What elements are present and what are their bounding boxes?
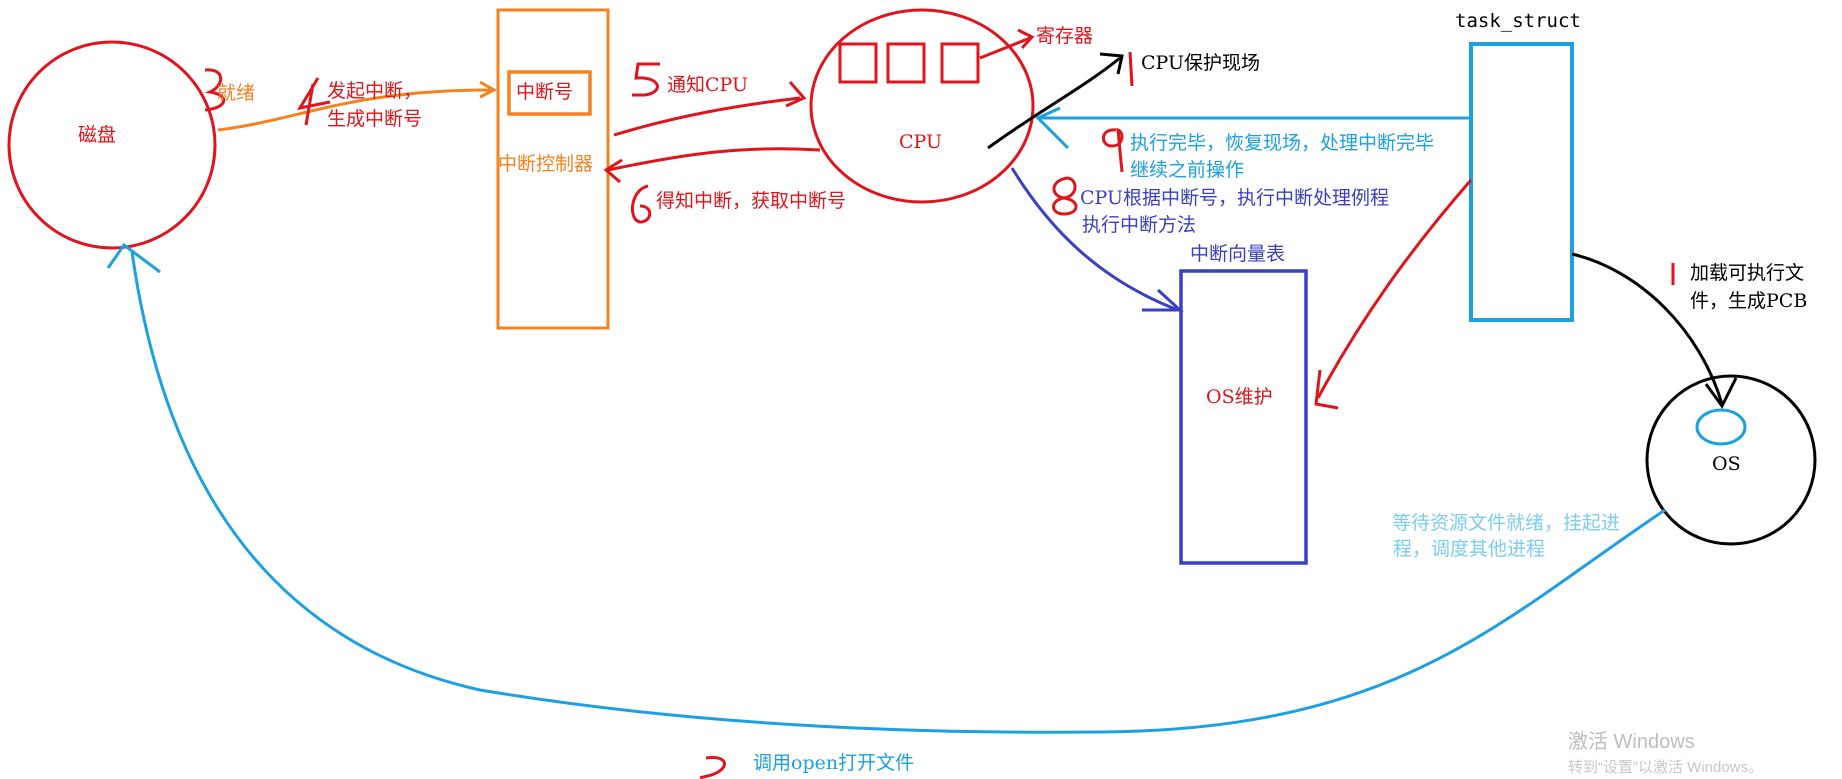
watermark-activate: 激活 Windows bbox=[1568, 731, 1695, 753]
arrow-task-to-os-maintain-head bbox=[1314, 369, 1339, 410]
arrow-task-to-os-maintain bbox=[1316, 179, 1473, 399]
arrow-os-to-disk-head bbox=[106, 242, 161, 274]
arrow-controller-to-cpu-head bbox=[785, 81, 807, 108]
arrow-task-to-os-head bbox=[1704, 377, 1738, 409]
interrupt-number-label: 中断号 bbox=[516, 81, 574, 103]
os-label: OS bbox=[1712, 453, 1741, 475]
arrow-cpu-to-vector-table-head bbox=[1142, 288, 1184, 312]
disk-label: 磁盘 bbox=[78, 124, 117, 146]
arrow-to-registers-head bbox=[1017, 28, 1035, 50]
arrow-cpu-to-controller-head bbox=[603, 158, 623, 184]
arrow-cpu-to-controller bbox=[607, 147, 821, 172]
step-1-line-2: 件，生成PCB bbox=[1690, 290, 1808, 312]
disk-node bbox=[7, 40, 217, 250]
mark-7 bbox=[1128, 51, 1134, 87]
step-1-line-1: 加载可执行文 bbox=[1690, 262, 1805, 284]
arrow-task-to-cpu-head bbox=[1035, 106, 1070, 150]
step-6-label: 得知中断，获取中断号 bbox=[656, 190, 847, 212]
interrupt-number-box bbox=[507, 70, 592, 116]
vector-table-box bbox=[1179, 269, 1308, 565]
step-4-line-2: 生成中断号 bbox=[327, 108, 423, 130]
task-struct-label: task_struct bbox=[1455, 10, 1581, 32]
mark-2 bbox=[699, 755, 726, 779]
watermark-settings-hint: 转到“设置”以激活 Windows。 bbox=[1568, 759, 1764, 776]
mark-9 bbox=[1102, 127, 1124, 173]
arrow-controller-to-cpu bbox=[613, 96, 801, 137]
step-8-line-1: CPU根据中断号，执行中断处理例程 bbox=[1080, 187, 1390, 209]
step-2-label: 调用open打开文件 bbox=[753, 752, 915, 774]
arrow-task-to-os bbox=[1571, 252, 1724, 405]
mark-4 bbox=[296, 77, 331, 126]
register-box-3 bbox=[940, 42, 980, 84]
step-9-line-1: 执行完毕，恢复现场，处理中断完毕 bbox=[1130, 132, 1435, 154]
step-7-label: CPU保护现场 bbox=[1141, 52, 1261, 74]
register-box-1 bbox=[838, 42, 878, 84]
step-3-label: 就绪 bbox=[217, 82, 256, 104]
wait-line-2: 程，调度其他进程 bbox=[1393, 538, 1546, 560]
mark-3 bbox=[204, 68, 226, 112]
cpu-node bbox=[809, 8, 1035, 204]
registers-label: 寄存器 bbox=[1036, 25, 1094, 47]
step-5-label: 通知CPU bbox=[667, 74, 749, 96]
step-9-line-2: 继续之前操作 bbox=[1130, 159, 1245, 181]
os-node bbox=[1645, 374, 1817, 546]
wait-line-1: 等待资源文件就绪，挂起进 bbox=[1392, 512, 1621, 534]
arrow-to-registers bbox=[979, 36, 1031, 60]
task-struct-box bbox=[1469, 42, 1574, 322]
mark-6 bbox=[631, 184, 652, 224]
vector-table-label: 中断向量表 bbox=[1190, 243, 1286, 265]
cpu-label: CPU bbox=[899, 131, 943, 153]
os-inner-oval bbox=[1695, 408, 1747, 446]
arrow-cpu-save-context-head bbox=[1099, 52, 1124, 75]
step-4-line-1: 发起中断， bbox=[327, 80, 423, 102]
register-box-2 bbox=[886, 42, 926, 84]
mark-5 bbox=[632, 62, 660, 97]
mark-8 bbox=[1052, 176, 1078, 216]
os-maintain-label: OS维护 bbox=[1206, 386, 1273, 408]
arrow-cpu-to-vector-table bbox=[1010, 167, 1179, 312]
step-8-line-2: 执行中断方法 bbox=[1082, 214, 1197, 236]
arrow-cpu-save-context bbox=[987, 56, 1121, 150]
arrow-os-to-disk bbox=[130, 251, 1666, 734]
arrow-disk-to-controller bbox=[217, 88, 491, 132]
arrow-disk-to-controller-head bbox=[479, 80, 498, 99]
interrupt-controller-label: 中断控制器 bbox=[498, 153, 594, 175]
